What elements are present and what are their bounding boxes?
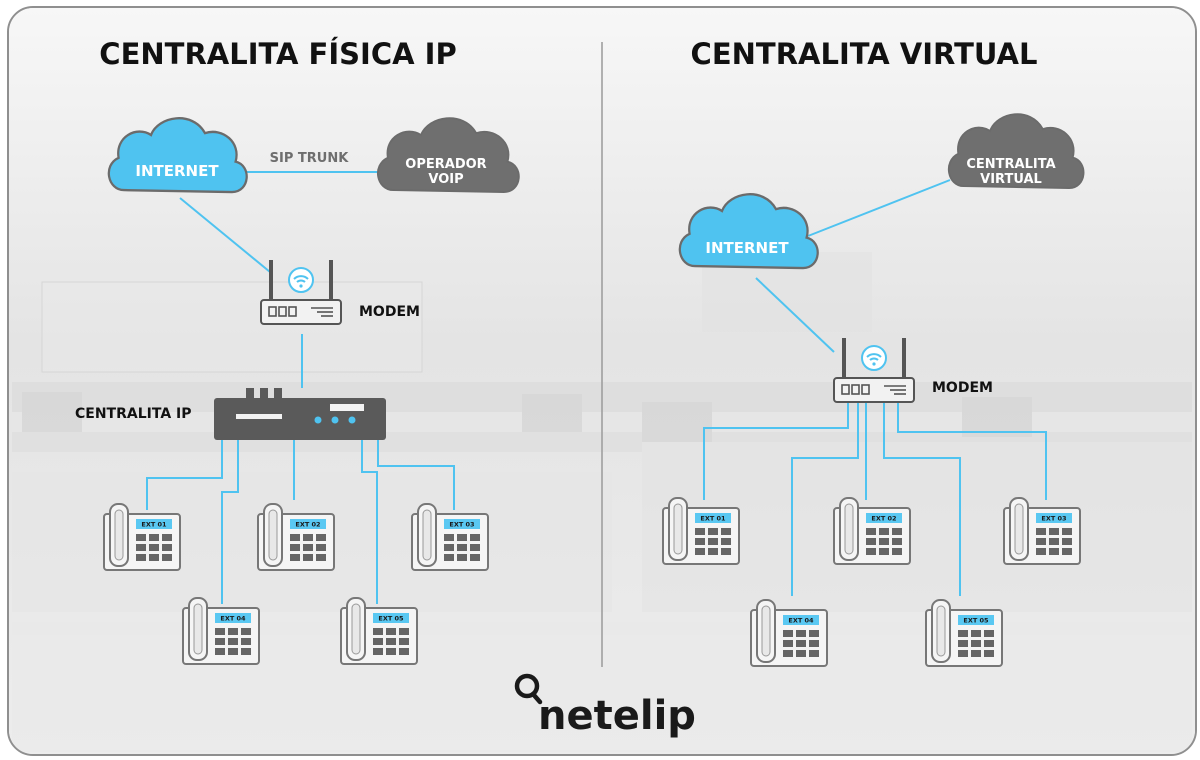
- brand-name: netelip: [538, 693, 696, 739]
- right-phone-ext01-label: EXT 01: [700, 515, 726, 523]
- left-phone-ext03-label: EXT 03: [449, 521, 474, 529]
- right-phone-ext03-label: EXT 03: [1041, 515, 1066, 523]
- operator-label-line2: VOIP: [428, 172, 463, 187]
- sip-trunk-label: SIP TRUNK: [270, 151, 350, 166]
- left-wires: [146, 171, 455, 604]
- right-phone-ext02-label: EXT 02: [871, 515, 896, 523]
- left-title: CENTRALITA FÍSICA IP: [99, 37, 456, 71]
- right-phone-ext04-icon: EXT 04: [750, 599, 828, 667]
- right-phone-ext02-icon: EXT 02: [833, 497, 911, 565]
- right-modem-label: MODEM: [932, 380, 993, 396]
- right-wires: [703, 179, 1047, 596]
- left-phone-ext01-label: EXT 01: [141, 521, 167, 529]
- operator-label-line1: OPERADOR: [405, 157, 486, 172]
- right-phone-ext03-icon: EXT 03: [1003, 497, 1081, 565]
- left-modem-label: MODEM: [359, 304, 420, 320]
- right-phone-ext05-icon: EXT 05: [925, 599, 1003, 667]
- right-phone-ext05-label: EXT 05: [963, 617, 989, 625]
- virtual-label-line1: CENTRALITA: [966, 157, 1055, 172]
- left-phone-ext03-icon: EXT 03: [411, 503, 489, 571]
- left-modem-icon: [260, 259, 342, 325]
- left-phone-ext05-label: EXT 05: [378, 615, 404, 623]
- left-phone-ext05-icon: EXT 05: [340, 597, 418, 665]
- left-phone-ext02-icon: EXT 02: [257, 503, 335, 571]
- pbx-label: CENTRALITA IP: [75, 406, 192, 422]
- netelip-logo-icon: [514, 673, 543, 705]
- left-phone-ext01-icon: EXT 01: [103, 503, 181, 571]
- diagram-canvas: CENTRALITA FÍSICA IP CENTRALITA VIRTUAL …: [9, 8, 1195, 754]
- right-title: CENTRALITA VIRTUAL: [691, 37, 1038, 71]
- right-internet-label: INTERNET: [705, 239, 789, 257]
- left-phone-ext02-label: EXT 02: [295, 521, 320, 529]
- right-modem-icon: [833, 337, 915, 403]
- right-phone-ext01-icon: EXT 01: [662, 497, 740, 565]
- diagram-frame: CENTRALITA FÍSICA IP CENTRALITA VIRTUAL …: [7, 6, 1197, 756]
- left-internet-label: INTERNET: [135, 162, 219, 180]
- virtual-label-line2: VIRTUAL: [980, 172, 1042, 187]
- left-phone-ext04-label: EXT 04: [220, 615, 246, 623]
- left-phone-ext04-icon: EXT 04: [182, 597, 260, 665]
- pbx-icon: [214, 388, 386, 440]
- right-phone-ext04-label: EXT 04: [788, 617, 814, 625]
